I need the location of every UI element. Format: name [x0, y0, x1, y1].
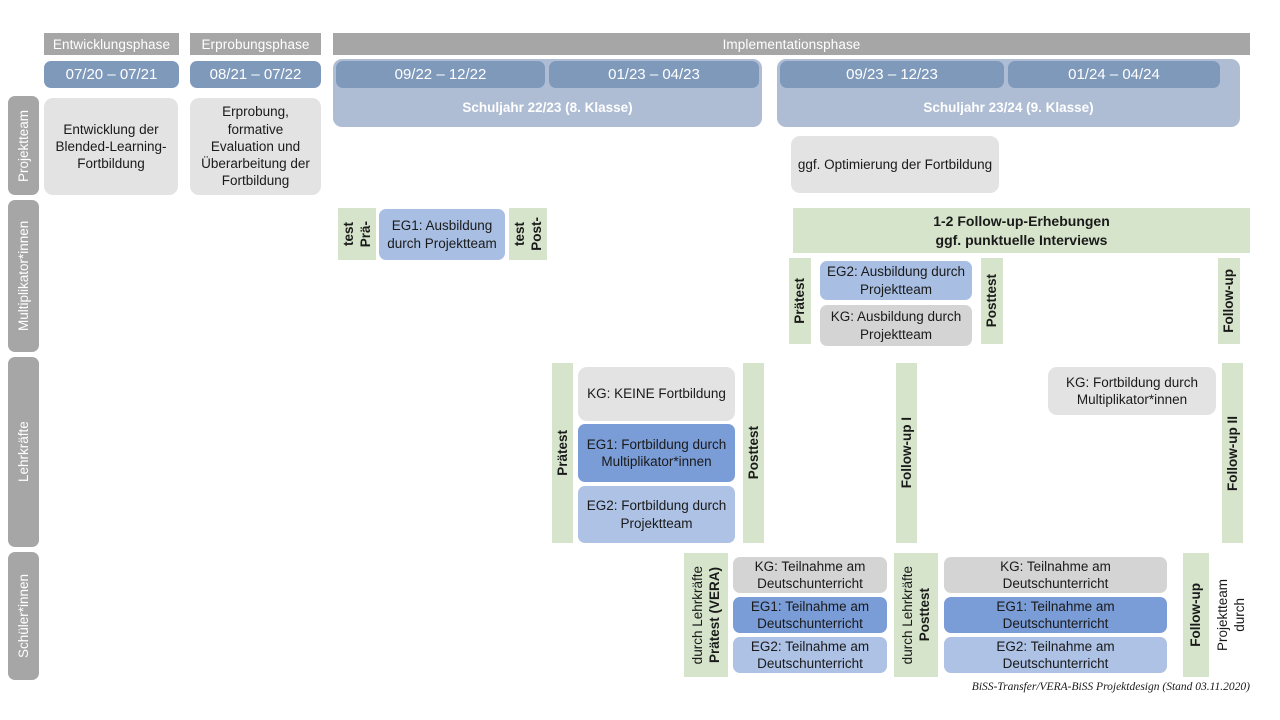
date-label: 08/21 – 07/22 — [209, 66, 302, 83]
multiplikator-eg1-ausbildung: EG1: Ausbildung durch Projektteam — [379, 209, 505, 260]
lehrkraefte-eg2-fortbildung: EG2: Fortbildung durch Projektteam — [578, 486, 735, 543]
phase-header-label: Erprobungsphase — [201, 36, 310, 52]
lehrkraefte-kg-fortbildung-multiplikator: KG: Fortbildung durch Multiplikator*inne… — [1048, 367, 1216, 415]
phase-header-label: Entwicklungsphase — [52, 36, 171, 52]
date-label: 07/20 – 07/21 — [65, 66, 158, 83]
pretest-regular: durch Lehrkräfte — [689, 565, 705, 665]
school-year-2324-label: Schuljahr 23/24 (9. Klasse) — [923, 99, 1094, 115]
projektteam-box-entwicklung: Entwicklung der Blended-Learning-Fortbil… — [44, 98, 178, 195]
schueler-kg-left: KG: Teilnahme am Deutschunterricht — [733, 557, 887, 593]
phase-header-erprobung: Erprobungsphase — [190, 33, 321, 55]
phase-header-entwicklung: Entwicklungsphase — [44, 33, 179, 55]
posttest-line2: test — [511, 221, 527, 246]
phase-header-implementation: Implementationsphase — [333, 33, 1250, 55]
date-box-0821-0722: 08/21 – 07/22 — [190, 61, 321, 88]
date-label: 01/23 – 04/23 — [608, 66, 700, 83]
date-box-0720-0721: 07/20 – 07/21 — [44, 61, 179, 88]
schueler-eg2-left: EG2: Teilnahme am Deutschunterricht — [733, 637, 887, 673]
followup-regular: durch — [1231, 598, 1247, 632]
date-box-0922-1222: 09/22 – 12/22 — [336, 61, 545, 88]
schueler-kg-right: KG: Teilnahme am Deutschunterricht — [944, 557, 1167, 593]
pretest-bold: Prätest (VERA) — [706, 566, 722, 664]
multiplikator-followup-banner: 1-2 Follow-up-Erhebungen ggf. punktuelle… — [793, 208, 1250, 253]
schueler-followup-subtext: durch Projektteam — [1209, 553, 1253, 677]
projektteam-box-erprobung: Erprobung, formative Evaluation und Über… — [190, 98, 321, 195]
lehrkraefte-pretest: Prätest — [552, 363, 573, 543]
lehrkraefte-eg1-fortbildung: EG1: Fortbildung durch Multiplikator*inn… — [578, 424, 735, 482]
schueler-eg2-right: EG2: Teilnahme am Deutschunterricht — [944, 637, 1167, 673]
multiplikator-followup: Follow-up — [1218, 258, 1240, 344]
multiplikator-pretest-2: Prätest — [789, 258, 811, 344]
schueler-eg1-right: EG1: Teilnahme am Deutschunterricht — [944, 597, 1167, 633]
multiplikator-posttest-2: Posttest — [981, 258, 1003, 344]
lehrkraefte-posttest: Posttest — [743, 363, 764, 543]
row-label-schuelerinnen: Schüler*innen — [8, 552, 39, 680]
multiplikator-posttest-1: Post- test — [509, 208, 547, 260]
followup-banner-line1: 1-2 Follow-up-Erhebungen — [933, 212, 1110, 229]
multiplikator-eg2-ausbildung: EG2: Ausbildung durch Projektteam — [820, 261, 972, 300]
followup-bold: Follow-up — [1188, 583, 1204, 647]
schueler-eg1-left: EG1: Teilnahme am Deutschunterricht — [733, 597, 887, 633]
pretest-line2: test — [340, 221, 356, 246]
posttest-regular: durch Lehrkräfte — [899, 565, 915, 665]
multiplikator-kg-ausbildung: KG: Ausbildung durch Projektteam — [820, 305, 972, 346]
posttest-line1: Post- — [528, 217, 544, 251]
date-label: 09/22 – 12/22 — [394, 66, 487, 83]
pretest-line1: Prä- — [357, 220, 373, 248]
lehrkraefte-followup-2: Follow-up II — [1222, 363, 1243, 543]
footer-caption: BiSS-Transfer/VERA-BiSS Projektdesign (S… — [971, 681, 1250, 693]
school-year-2223-label: Schuljahr 22/23 (8. Klasse) — [462, 99, 633, 115]
lehrkraefte-kg-keine: KG: KEINE Fortbildung — [578, 367, 735, 421]
row-label-multiplikatorinnen: Multiplikator*innen — [8, 200, 39, 352]
date-box-0124-0424: 01/24 – 04/24 — [1008, 61, 1220, 88]
row-label-projektteam: Projektteam — [8, 96, 39, 195]
multiplikator-pretest-1: Prä- test — [338, 208, 376, 260]
followup-banner-line2: ggf. punktuelle Interviews — [935, 231, 1108, 248]
lehrkraefte-followup-1: Follow-up I — [896, 363, 917, 543]
date-box-0923-1223: 09/23 – 12/23 — [780, 61, 1004, 88]
projektteam-box-optimierung: ggf. Optimierung der Fortbildung — [791, 136, 999, 193]
school-year-2324-container: 09/23 – 12/23 01/24 – 04/24 Schuljahr 23… — [777, 59, 1240, 127]
school-year-2223-container: 09/22 – 12/22 01/23 – 04/23 Schuljahr 22… — [333, 59, 762, 127]
row-label-lehrkraefte: Lehrkräfte — [8, 357, 39, 547]
schueler-posttest: Posttest durch Lehrkräfte — [894, 553, 938, 677]
date-box-0123-0423: 01/23 – 04/23 — [549, 61, 759, 88]
schueler-followup: Follow-up — [1183, 553, 1209, 677]
date-label: 09/23 – 12/23 — [846, 66, 938, 83]
date-label: 01/24 – 04/24 — [1068, 66, 1160, 83]
schueler-pretest-vera: Prätest (VERA) durch Lehrkräfte — [684, 553, 728, 677]
posttest-bold: Posttest — [916, 588, 932, 642]
phase-header-label: Implementationsphase — [722, 36, 861, 52]
followup-regular2: Projektteam — [1214, 578, 1230, 652]
